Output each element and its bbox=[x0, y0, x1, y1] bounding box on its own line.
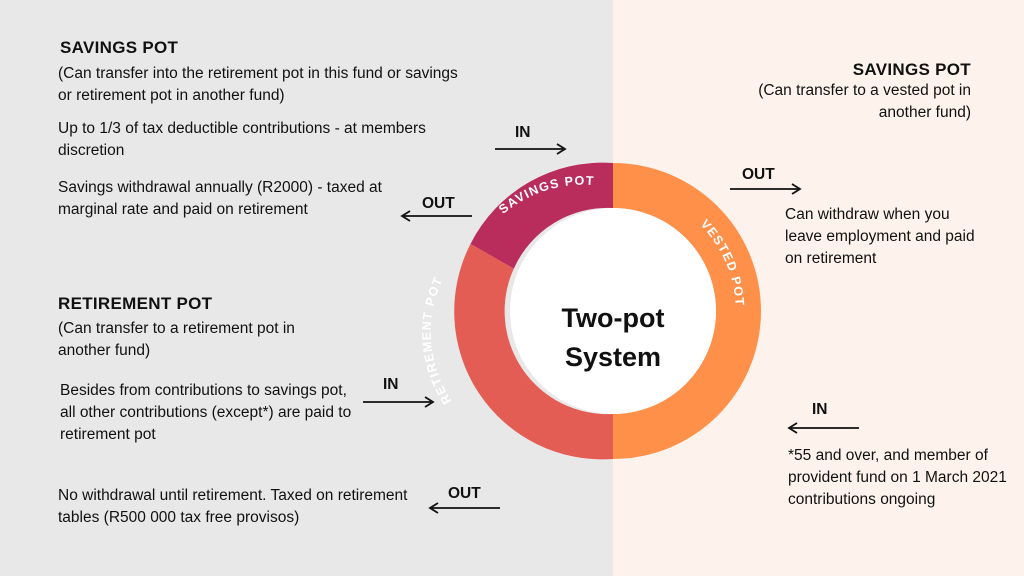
vested-out-text: Can withdraw when you leave employment a… bbox=[785, 206, 975, 267]
retirement-in-arrow bbox=[363, 396, 435, 408]
retirement-pot-heading: RETIREMENT POT bbox=[58, 294, 213, 313]
retirement-pot-segment bbox=[454, 243, 613, 460]
savings-out-label: OUT bbox=[422, 195, 455, 212]
savings-pot-segment bbox=[470, 162, 613, 269]
donut-center bbox=[510, 208, 716, 414]
savings-out-text: Savings withdrawal annually (R2000) - ta… bbox=[58, 179, 382, 218]
savings-out-arrow bbox=[400, 210, 472, 222]
vested-out-arrow bbox=[730, 183, 802, 195]
vested-out-label: OUT bbox=[742, 166, 775, 183]
savings-pot-subtitle-left: (Can transfer into the retirement pot in… bbox=[58, 65, 458, 104]
retirement-in-label: IN bbox=[383, 376, 399, 393]
retirement-pot-subtitle: (Can transfer to a retirement pot in ano… bbox=[58, 320, 295, 359]
savings-pot-heading-right: SAVINGS POT bbox=[852, 60, 971, 79]
retirement-out-arrow bbox=[428, 502, 500, 514]
savings-in-arrow bbox=[495, 143, 567, 155]
center-title-line2: System bbox=[565, 342, 661, 372]
center-title-line1: Two-pot bbox=[562, 303, 665, 333]
savings-in-text: Up to 1/3 of tax deductible contribution… bbox=[58, 120, 426, 159]
vested-in-arrow bbox=[787, 422, 859, 434]
retirement-in-text: Besides from contributions to savings po… bbox=[60, 382, 352, 443]
vested-in-text: *55 and over, and member of provident fu… bbox=[788, 447, 1007, 508]
vested-pot-segment bbox=[613, 163, 761, 459]
savings-pot-heading-left: SAVINGS POT bbox=[60, 38, 179, 57]
retirement-out-label: OUT bbox=[448, 485, 481, 502]
savings-in-label: IN bbox=[515, 124, 531, 141]
vested-in-label: IN bbox=[812, 401, 828, 418]
retirement-out-text: No withdrawal until retirement. Taxed on… bbox=[58, 487, 408, 526]
retirement-pot-ring-label: RETIREMENT POT bbox=[420, 274, 455, 407]
left-background bbox=[0, 0, 613, 576]
savings-pot-subtitle-right: (Can transfer to a vested pot in another… bbox=[758, 82, 971, 121]
